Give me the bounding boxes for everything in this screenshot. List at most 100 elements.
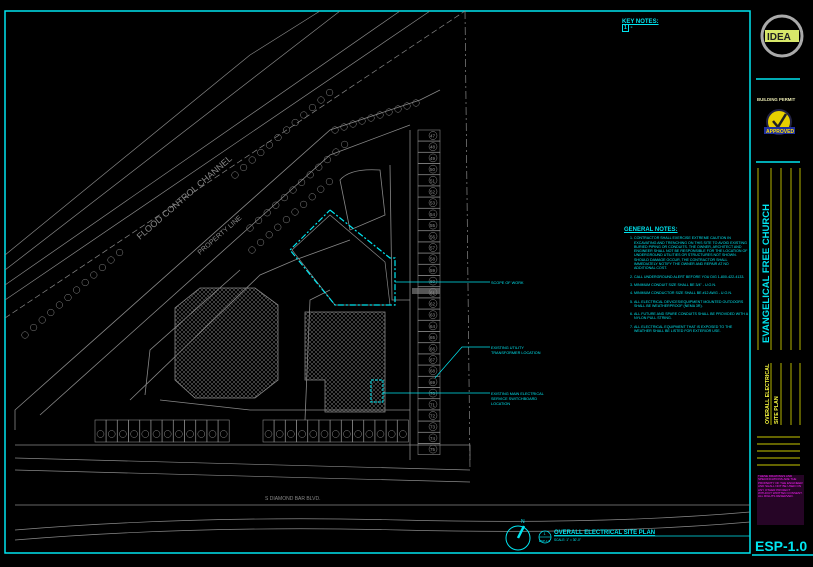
- parking-stall: [173, 419, 185, 443]
- detail-number: 1: [544, 531, 547, 536]
- parking-stall: [107, 256, 115, 264]
- flood-channel-lines: [4, 10, 471, 471]
- parking-stall: [417, 443, 441, 455]
- parking-stall: [55, 301, 63, 309]
- parking-stall: [184, 419, 196, 443]
- parking-stall: [340, 123, 348, 131]
- parking-stall: [248, 246, 256, 254]
- parking-stall: [376, 111, 384, 119]
- classroom-building: [291, 214, 391, 306]
- parking-stall: [117, 419, 129, 443]
- parking-stall: [30, 323, 38, 332]
- parking-stall: [341, 419, 353, 443]
- stall-number: 64: [430, 324, 436, 329]
- stall-number: 68: [430, 369, 436, 374]
- stall-number: 65: [430, 335, 436, 340]
- parking-stall: [300, 200, 308, 208]
- stall-number: 55: [430, 223, 436, 228]
- parking-stall: [262, 419, 275, 443]
- parking-stall: [73, 286, 81, 294]
- parking-stall: [331, 126, 339, 134]
- plan-scale: SCALE: 1" = 30'-0": [554, 538, 581, 542]
- parking-stall: [315, 163, 323, 171]
- parking-stall: [298, 178, 306, 186]
- stall-number: 71: [430, 402, 436, 407]
- parking-stall: [289, 186, 297, 194]
- parking-stall: [128, 419, 140, 443]
- general-note: CONTRACTOR SHALL EXERCISE EXTREME CAUTIO…: [634, 236, 748, 270]
- parking-stall: [21, 331, 29, 339]
- stall-number: 49: [430, 156, 436, 161]
- parking-stall: [217, 419, 230, 443]
- svg-text:IDEA: IDEA: [767, 32, 791, 43]
- parking-stall: [255, 216, 263, 224]
- stall-number: 47: [430, 134, 436, 139]
- parking-stall: [394, 105, 402, 113]
- stall-number: 70: [430, 391, 436, 396]
- scope-of-work-label: SCOPE OF WORK: [491, 281, 524, 285]
- stall-number: 56: [430, 234, 436, 239]
- parking-stall: [81, 278, 89, 287]
- stall-number: 62: [430, 302, 436, 307]
- parking-stall: [308, 193, 316, 201]
- parking-stall: [90, 271, 98, 279]
- parking-stall: [323, 156, 331, 164]
- street-lines: [14, 457, 751, 541]
- parking-stall: [274, 133, 282, 142]
- parking-stall: [64, 293, 72, 302]
- parking-stall: [329, 419, 342, 443]
- parking-stall: [161, 419, 174, 443]
- switchboard-label-3: LOCATION: [491, 402, 510, 406]
- parking-stall: [231, 171, 239, 179]
- general-notes-title: GENERAL NOTES:: [624, 227, 678, 233]
- stall-number: 66: [430, 346, 436, 351]
- parking-stall: [47, 308, 55, 317]
- parking-stall: [291, 118, 299, 127]
- switchboard-marker: [370, 379, 384, 403]
- parking-stall: [150, 419, 163, 443]
- north-label: N: [521, 519, 525, 525]
- parking-stall: [280, 194, 288, 202]
- general-note: MINIMUM CONDUIT SIZE SHALL BE 3/4" - U.O…: [634, 283, 748, 287]
- parking-stall: [326, 88, 334, 97]
- parking-stall: [307, 419, 320, 443]
- sanctuary-building: [174, 287, 279, 399]
- sheet-title-line1: OVERALL ELECTRICAL: [765, 363, 771, 424]
- stall-number: 61: [430, 290, 436, 295]
- walkway: [412, 288, 440, 294]
- parking-stall: [38, 316, 46, 324]
- stall-number: 67: [430, 358, 436, 363]
- parking-stall: [332, 148, 340, 156]
- parking-stall: [300, 111, 308, 119]
- parking-stall: [273, 419, 286, 443]
- stall-number: 60: [430, 279, 436, 284]
- stall-number: 74: [430, 436, 436, 441]
- sheet-number: ESP-1.0: [755, 538, 807, 554]
- stall-number: 54: [430, 212, 436, 217]
- parking-stall: [272, 201, 280, 209]
- title-block: IDEA BUILDING PERMIT APPROVED EVANGELICA…: [755, 14, 807, 554]
- stall-number: 58: [430, 257, 436, 262]
- hall-building: [304, 311, 386, 413]
- north-arrow-icon: [505, 525, 531, 551]
- parking-stall: [341, 140, 349, 148]
- detail-sheet: ESP-1.0: [539, 539, 551, 543]
- stall-number: 63: [430, 313, 436, 318]
- parking-stall: [257, 148, 265, 157]
- stall-number: 48: [430, 145, 436, 150]
- general-note: MINIMUM CONDUCTOR SIZE SHALL BE #12 AWG …: [634, 291, 748, 295]
- permit-label: BUILDING PERMIT: [757, 97, 796, 102]
- parking-stall: [98, 263, 106, 272]
- parking-stall: [248, 156, 256, 164]
- parking-stall: [283, 126, 291, 134]
- switchboard-label-2: SERVICE SWITCHBOARD: [491, 397, 537, 401]
- drawing-border: [4, 10, 751, 554]
- parking-stall: [282, 216, 290, 224]
- parking-stall: [318, 419, 331, 443]
- parking-stall: [349, 120, 357, 128]
- parking-stall: [285, 419, 297, 443]
- stall-number: 73: [430, 425, 436, 430]
- svg-text:APPROVED: APPROVED: [766, 129, 794, 135]
- scope-of-work-boundary: [289, 209, 396, 306]
- key-note-number: 1: [622, 24, 629, 32]
